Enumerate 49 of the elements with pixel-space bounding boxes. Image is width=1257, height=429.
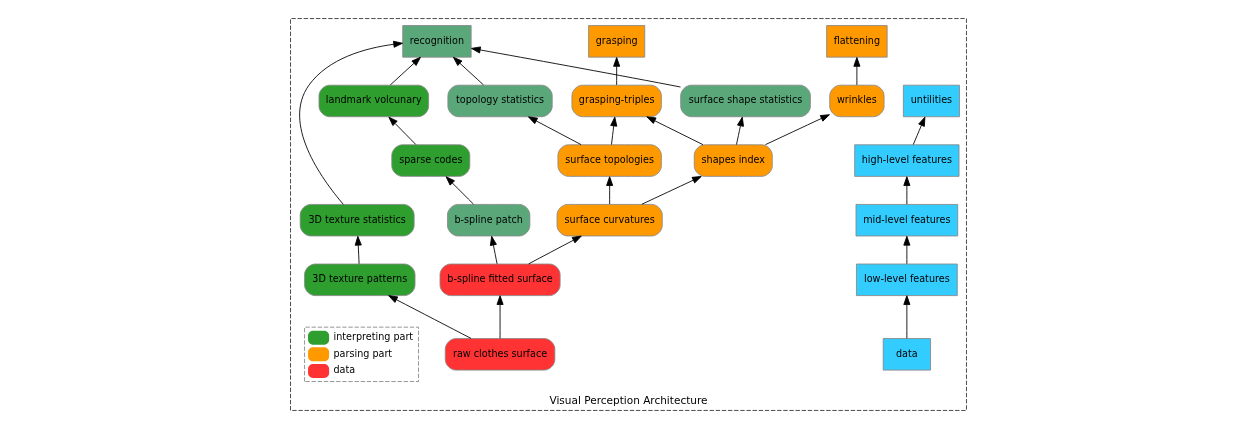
arrow [445,176,474,205]
arrow [736,116,744,145]
arrow [613,57,621,86]
arrow [610,116,618,145]
arrow [489,235,498,265]
legend-label: interpreting part [333,331,414,343]
node-box: 3D texture statistics [299,204,415,237]
node-box: flattening [826,25,888,58]
arrow [903,235,911,265]
arrow [388,116,417,145]
node-box: b-spline patch [447,204,531,237]
arrow [646,116,704,146]
arrow [903,295,911,339]
node-box: data [882,338,931,371]
legend-label: parsing part [333,347,393,359]
arrow [388,295,472,339]
node-box: recognition [402,25,472,58]
node-box: 3D texture patterns [304,263,416,297]
node-box: mid-level features [855,204,959,237]
node-box: raw clothes surface [444,338,556,371]
legend-label: data [333,364,356,376]
node-box: grasping [588,25,646,58]
node-box: wrinkles [829,84,885,118]
arrow [606,176,614,205]
node-box: low-level features [856,263,958,297]
node-box: sparse codes [391,144,471,177]
arrow [912,116,926,145]
arrow [299,40,403,205]
arrow [903,176,911,205]
node-box: topology statistics [447,84,553,118]
arrow [496,295,504,339]
arrow [471,46,681,88]
arrow [765,114,830,146]
arrow [528,235,582,265]
arrow [452,56,484,86]
node-box: shapes index [693,144,773,177]
node-box: grasping-triples [571,84,662,118]
arrow [853,57,861,86]
arrow [527,116,582,146]
arrow [641,176,702,205]
node-box: surface shape statistics [680,84,811,118]
node-box: untilities [902,84,960,118]
arrow [389,56,421,86]
node-box: surface topologies [557,144,662,177]
node-box: surface curvatures [556,204,663,237]
node-box: landmark volcunary [318,84,430,118]
arrow [354,235,362,265]
node-box: high-level features [854,144,960,177]
node-box: b-spline fitted surface [439,263,561,297]
